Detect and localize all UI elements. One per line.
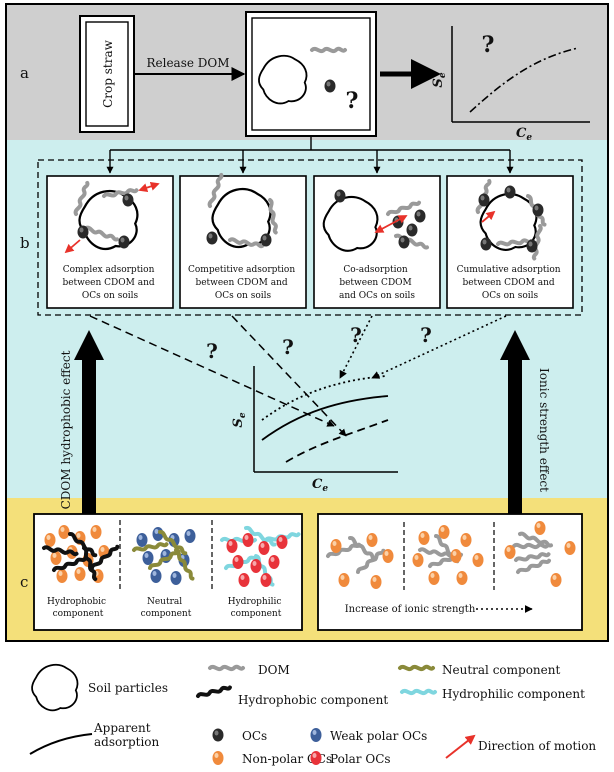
legend-hydrophilic: Hydrophilic component: [442, 687, 585, 701]
mechanisms-dashed-frame: [37, 159, 583, 316]
motion-arrow: [138, 182, 160, 192]
hydrophilic-label-1: Hydrophilic: [228, 597, 282, 607]
hydrophilic-label-2: component: [231, 609, 282, 619]
panel-c: Hydrophobic component Neutral component: [33, 513, 583, 631]
left-effect-label: CDOM hydrophobic effect: [59, 350, 73, 509]
panel-c-label: c: [20, 573, 28, 591]
legend-apparent-1: Apparent: [93, 721, 151, 735]
svg-text:Cumulative adsorption be: Cumulative adsorption between CDOM and O…: [457, 265, 564, 301]
neutral-label-1: Neutral: [147, 597, 182, 607]
connector-co: [339, 315, 373, 379]
hydrophobic-effect-arrow: [82, 358, 96, 514]
central-axis-y-label: Se: [231, 412, 248, 427]
box1-line2: between CDOM and: [62, 278, 154, 288]
motion-arrow: [374, 215, 408, 233]
legend-oc-icon: [212, 728, 224, 742]
legend-dom: DOM: [258, 663, 290, 677]
box4-line3: OCs on soils: [482, 291, 539, 301]
legend-neutral-icon: [398, 664, 435, 672]
soil-particle-icon: [258, 54, 308, 105]
legend-soil-icon: [31, 663, 79, 712]
box3-line1: Co-adsorption: [343, 265, 407, 275]
question-co: ?: [350, 323, 362, 347]
legend-soil-particles: Soil particles: [88, 681, 168, 695]
ionic-increase-label: Increase of ionic strength: [345, 604, 476, 615]
panel-b-label: b: [20, 234, 30, 252]
legend: Soil particles DOM Hydrophobic component…: [29, 663, 596, 766]
axis-y-label: Se: [431, 72, 448, 87]
box2-line2: between CDOM and: [195, 278, 287, 288]
main-frame: [5, 3, 609, 642]
question-competitive: ?: [282, 335, 294, 359]
svg-text:Hydrophobic component: Hydrophobic component: [47, 597, 109, 619]
box1-line3: OCs on soils: [82, 291, 139, 301]
isotherm-question-mark: ?: [482, 32, 495, 58]
connector-complex: [89, 315, 335, 427]
legend-hydrophobic: Hydrophobic component: [238, 693, 388, 707]
panel-b: Complex adsorption between CDOM and OCs …: [37, 136, 583, 514]
crop-straw-label: Crop straw: [101, 39, 115, 108]
question-mark: ?: [346, 88, 359, 114]
legend-apparent-2: adsorption: [94, 735, 160, 749]
oc-icon: [324, 79, 336, 93]
isotherm-apparent: [261, 395, 389, 441]
legend-polar-icon: [310, 751, 322, 765]
legend-motion: Direction of motion: [478, 739, 596, 753]
svg-text:Apparent adsorption: Apparent adsorption: [93, 721, 160, 749]
box3-line3: and OCs on soils: [339, 291, 415, 301]
hydrophobic-label-2: component: [53, 609, 104, 619]
right-effect-label: Ionic strength effect: [537, 368, 551, 492]
box2-line1: Competitive adsorption: [188, 265, 295, 275]
box4-line1: Cumulative adsorption: [457, 265, 561, 275]
panel-a-label: a: [20, 64, 29, 82]
svg-text:Competitive adsorption b: Competitive adsorption between CDOM and …: [188, 265, 298, 301]
legend-neutral: Neutral component: [442, 663, 560, 677]
ionic-effect-arrow: [508, 358, 522, 514]
axis-x-label: Ce: [516, 126, 532, 143]
legend-motion-icon: [445, 734, 476, 759]
neutral-label-2: component: [141, 609, 192, 619]
connector-competitive: [231, 315, 347, 437]
unknown-isotherm-curve: [469, 47, 579, 113]
svg-text:Co-adsorption between CD: Co-adsorption between CDOM and OCs on so…: [339, 265, 415, 301]
isotherm-competitive: [285, 419, 389, 463]
legend-weakpolar: Weak polar OCs: [330, 729, 427, 743]
isotherm-cumulative: [261, 375, 387, 421]
release-dom-label: Release DOM: [146, 56, 229, 70]
box4-line2: between CDOM and: [462, 278, 554, 288]
central-axis-x-label: Ce: [312, 477, 328, 494]
dom-icon: [310, 46, 347, 54]
motion-arrow: [481, 210, 496, 223]
box1-line1: Complex adsorption: [63, 265, 155, 275]
legend-nonpolar-icon: [212, 751, 224, 765]
question-cumulative: ?: [420, 323, 432, 347]
legend-ocs: OCs: [242, 729, 267, 743]
box3-line2: between CDOM: [339, 278, 411, 288]
legend-weakpolar-icon: [310, 728, 322, 742]
legend-hydrophilic-icon: [400, 688, 437, 696]
question-complex: ?: [206, 339, 218, 363]
legend-nonpolar: Non-polar OCs: [242, 752, 332, 766]
motion-arrow: [64, 239, 81, 254]
box2-line3: OCs on soils: [215, 291, 272, 301]
panel-a: Crop straw Release DOM ? ? Se Ce: [79, 11, 590, 143]
legend-apparent-icon: [29, 733, 93, 755]
legend-polar: Polar OCs: [330, 752, 391, 766]
svg-text:Neutral component: Neutral component: [141, 597, 192, 619]
legend-dom-icon: [208, 664, 245, 672]
svg-text:Complex adsorption betwe: Complex adsorption between CDOM and OCs …: [62, 265, 157, 301]
legend-hydrophobic-icon: [195, 684, 233, 700]
hydrophobic-label-1: Hydrophobic: [47, 597, 106, 607]
svg-text:Hydrophilic component: Hydrophilic component: [228, 597, 285, 619]
